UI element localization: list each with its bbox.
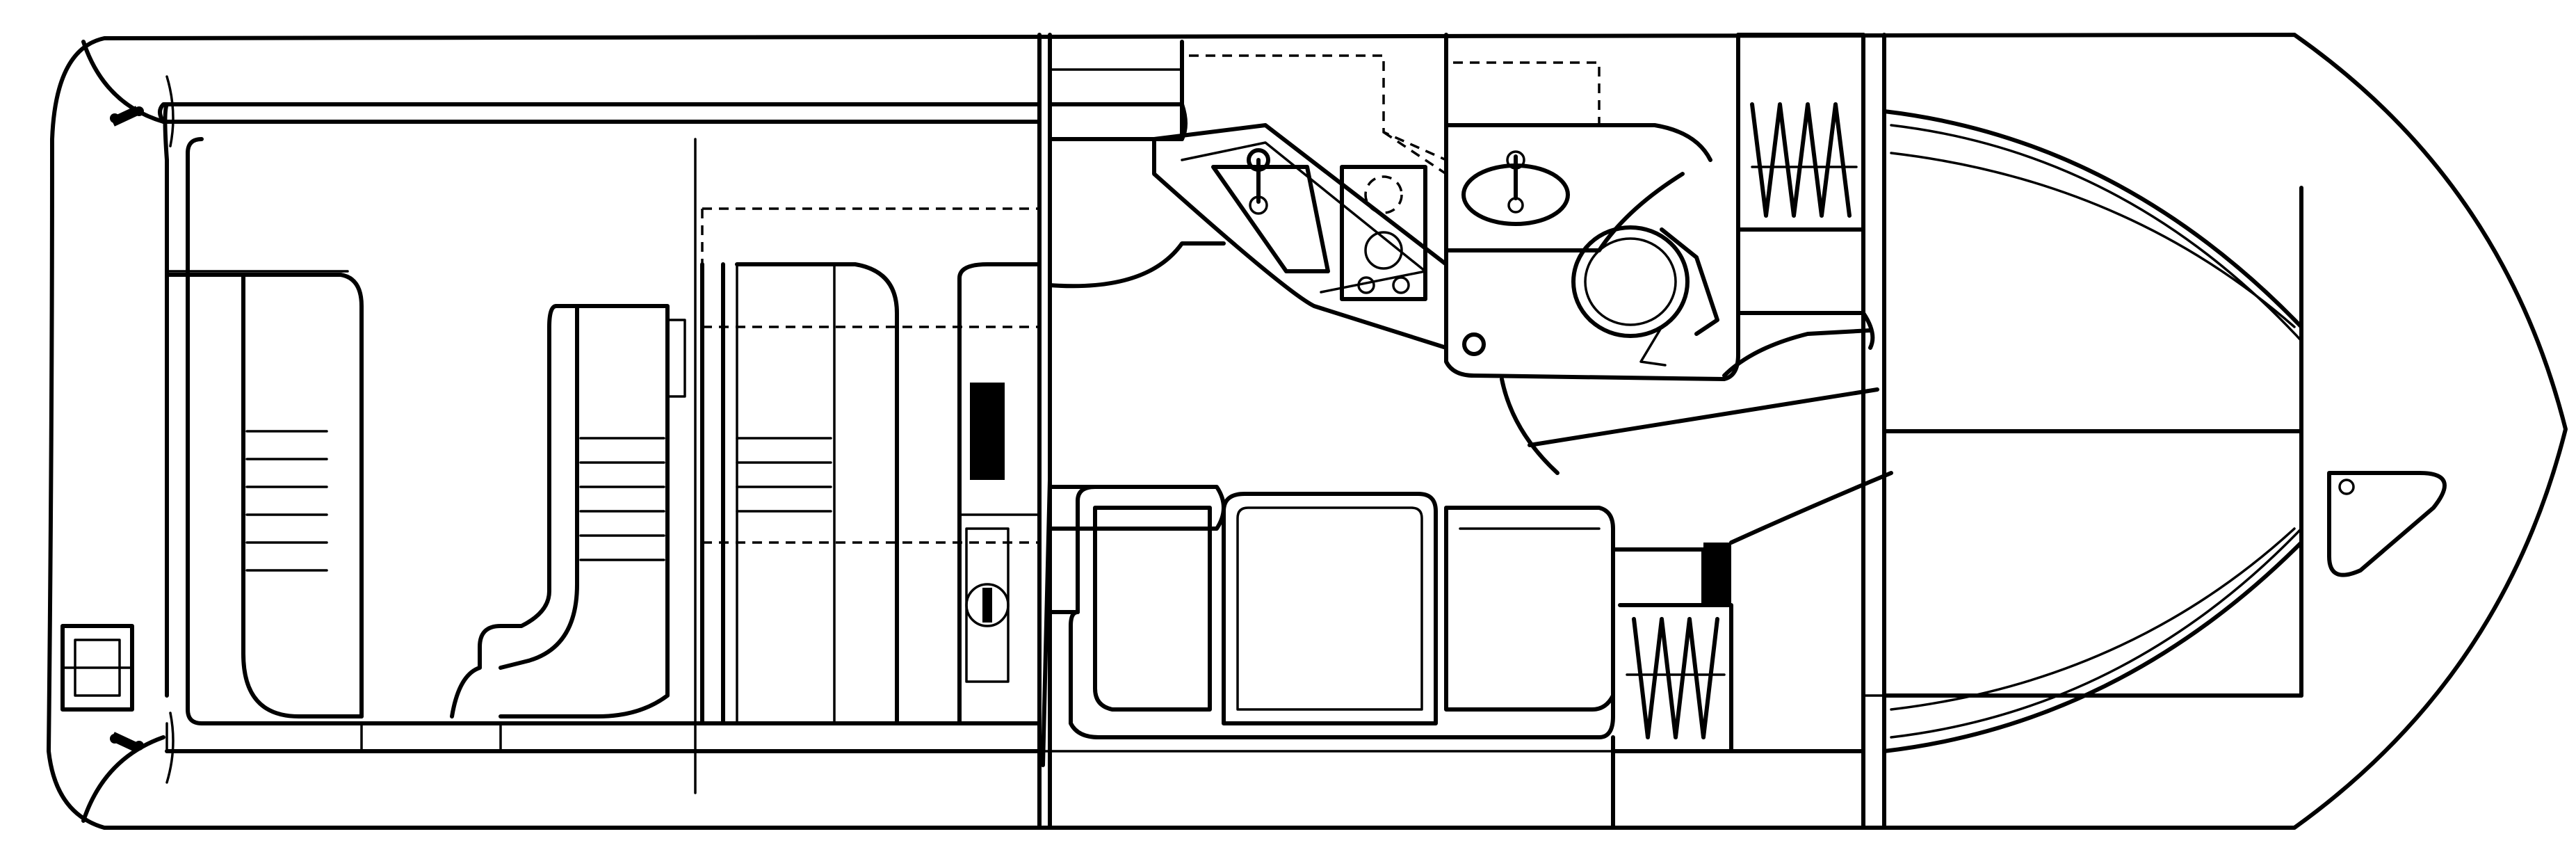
transom-ladder — [60, 624, 134, 712]
forward-hatch-icon — [2327, 471, 2447, 577]
stove — [1340, 165, 1427, 301]
head-compartment — [1444, 33, 1879, 475]
dinette-seat-right — [1444, 506, 1615, 712]
v-berth — [1861, 33, 2447, 830]
zigzag-locker-top — [1750, 102, 1858, 218]
dinette-table — [1222, 492, 1438, 725]
head-sink — [1461, 150, 1570, 226]
side-storage — [1618, 33, 1875, 753]
helm-lounge-seat — [450, 304, 686, 718]
galley-sink — [1211, 148, 1330, 273]
transom — [60, 40, 175, 823]
hardtop-outline — [701, 207, 1039, 723]
companion-seat — [700, 262, 899, 725]
dinette-seat-left — [1093, 506, 1212, 712]
toilet-icon — [1571, 225, 1719, 367]
cleat-icon — [110, 732, 144, 753]
dinette — [1041, 471, 1893, 767]
zigzag-locker-bottom — [1618, 603, 1733, 753]
hull-structure — [1042, 328, 1872, 830]
cockpit — [158, 102, 1042, 753]
bulkhead — [1037, 33, 1052, 830]
cleat-icon — [110, 106, 144, 127]
hull-outline — [47, 33, 2568, 830]
helm-console — [957, 262, 1042, 725]
aft-bench-seat — [165, 273, 364, 718]
